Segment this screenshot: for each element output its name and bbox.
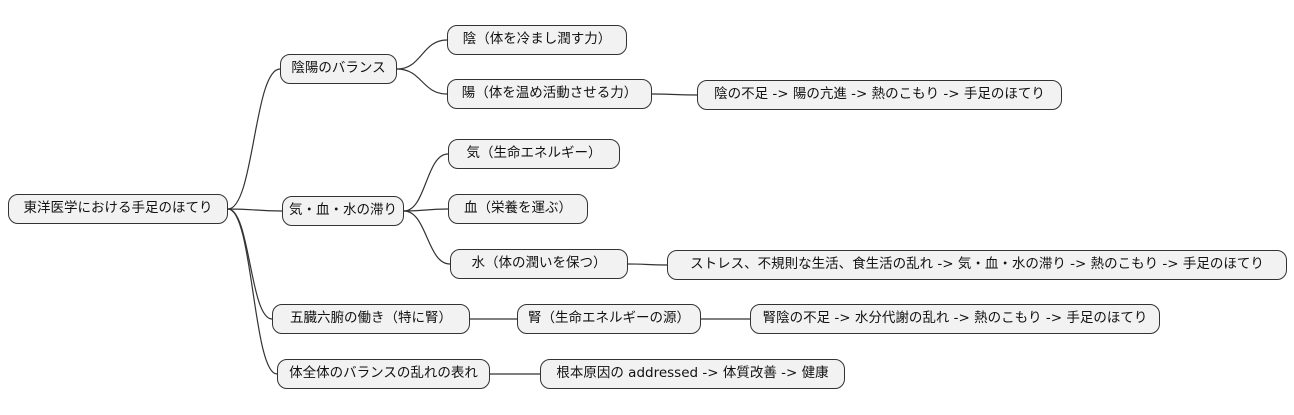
edge-kiketsusui-to-ki bbox=[403, 153, 449, 212]
edge-yinyang-to-yin bbox=[396, 39, 448, 70]
edge-root-to-yinyang bbox=[227, 68, 281, 210]
node-ki-ketsu-sui: 気・血・水の滞り bbox=[282, 196, 404, 226]
edge-kiketsusui-to-sui bbox=[403, 210, 451, 265]
edge-kiketsusui-to-ketsu bbox=[403, 208, 449, 212]
node-jin: 腎（生命エネルギーの源） bbox=[517, 304, 701, 334]
node-yin: 陰（体を冷まし潤す力） bbox=[447, 25, 627, 55]
node-yang: 陽（体を温め活動させる力） bbox=[447, 79, 652, 109]
node-root: 東洋医学における手足のほてり bbox=[8, 194, 228, 224]
node-yang-chain: 陰の不足 -> 陽の亢進 -> 熱のこもり -> 手足のほてり bbox=[697, 80, 1062, 110]
node-ki: 気（生命エネルギー） bbox=[448, 139, 620, 169]
node-sui-chain: ストレス、不規則な生活、食生活の乱れ -> 気・血・水の滞り -> 熱のこもり … bbox=[667, 250, 1287, 280]
node-ketsu: 血（栄養を運ぶ） bbox=[448, 194, 588, 224]
edge-sui-to-chain bbox=[627, 263, 668, 266]
node-body-balance: 体全体のバランスの乱れの表れ bbox=[277, 359, 490, 389]
node-sui: 水（体の潤いを保つ） bbox=[450, 249, 628, 279]
node-root-cause-chain: 根本原因の addressed -> 体質改善 -> 健康 bbox=[540, 359, 845, 389]
node-jin-chain: 腎陰の不足 -> 水分代謝の乱れ -> 熱のこもり -> 手足のほてり bbox=[750, 304, 1160, 334]
node-yinyang-balance: 陰陽のバランス bbox=[280, 54, 397, 84]
edge-root-to-kiketsusui bbox=[227, 208, 283, 212]
edge-root-to-body-balance bbox=[227, 208, 278, 375]
edge-yang-to-chain bbox=[651, 93, 698, 96]
edge-root-to-gozoroppu bbox=[227, 208, 273, 320]
edge-yinyang-to-yang bbox=[396, 68, 448, 95]
node-gozoroppu: 五臓六腑の働き（特に腎） bbox=[272, 304, 470, 334]
